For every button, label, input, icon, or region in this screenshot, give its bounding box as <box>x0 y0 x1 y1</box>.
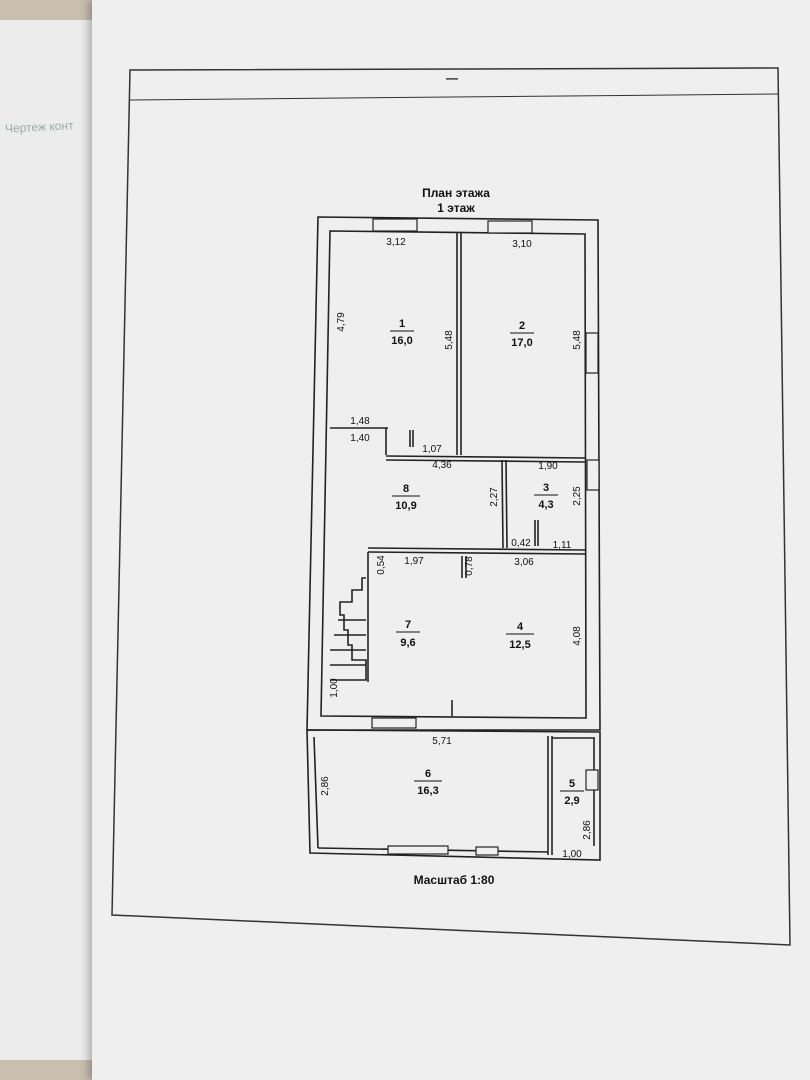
window-room1 <box>372 218 418 232</box>
dim-1-00-b: 1,00 <box>562 849 582 860</box>
window-room5 <box>585 769 599 791</box>
dim-1-90: 1,90 <box>538 461 558 472</box>
window-room7 <box>371 717 417 729</box>
room-4-number: 4 <box>517 621 524 633</box>
room-4-area: 12,5 <box>509 639 530 651</box>
frame-header-line <box>129 93 779 101</box>
dim-5-48-b: 5,48 <box>572 330 583 350</box>
dim-1-11: 1,11 <box>553 540 572 551</box>
plan-subtitle: 1 этаж <box>437 201 475 215</box>
wall-7-top-b <box>367 551 587 555</box>
dim-2-86-b: 2,86 <box>582 820 593 840</box>
room-3-area: 4,3 <box>538 499 553 511</box>
dim-1-48: 1,48 <box>350 416 370 427</box>
scale-label: Масштаб 1:80 <box>414 873 495 887</box>
window-room3 <box>586 459 600 491</box>
wall-8-top-b <box>385 459 586 463</box>
room-7-number: 7 <box>405 619 411 631</box>
dim-0-42: 0,42 <box>511 538 531 549</box>
sheet-frame <box>111 67 791 946</box>
dim-4-79: 4,79 <box>336 312 347 332</box>
dim-4-08: 4,08 <box>572 626 583 646</box>
room-8-number: 8 <box>403 483 409 495</box>
room-labels: 1 16,0 2 17,0 3 4,3 4 12,5 5 2,9 6 16,3 … <box>390 318 584 807</box>
inner-wall-outline <box>320 230 587 719</box>
dim-4-36: 4,36 <box>432 460 452 471</box>
veranda-inner-left <box>313 736 319 849</box>
window-veranda-2 <box>475 846 499 856</box>
room-3-number: 3 <box>543 482 549 494</box>
dim-1-00-a: 1,00 <box>329 678 340 698</box>
building-walls <box>306 216 601 861</box>
dim-2-86-a: 2,86 <box>320 776 331 796</box>
dim-0-54: 0,54 <box>376 555 387 575</box>
dim-5-71: 5,71 <box>432 736 452 747</box>
plan-title: План этажа <box>422 186 490 200</box>
dim-2-25: 2,25 <box>572 486 583 506</box>
staircase <box>330 577 367 681</box>
partition-8-3 <box>501 459 504 549</box>
dim-3-12: 3,12 <box>386 237 406 248</box>
wall-8-top <box>385 455 586 459</box>
room-7-area: 9,6 <box>400 637 415 649</box>
dim-1-07: 1,07 <box>422 444 442 455</box>
room-2-area: 17,0 <box>511 337 532 349</box>
dim-1-97: 1,97 <box>404 556 424 567</box>
dim-3-06: 3,06 <box>514 557 534 568</box>
window-room2-side <box>585 332 599 374</box>
room-5-area: 2,9 <box>564 795 579 807</box>
dim-0-78: 0,78 <box>464 556 475 576</box>
room-6-area: 16,3 <box>417 785 438 797</box>
window-veranda-1 <box>387 845 449 855</box>
room-6-number: 6 <box>425 768 431 780</box>
wall-7-top <box>367 547 587 551</box>
room-8-area: 10,9 <box>395 500 416 512</box>
room-1-area: 16,0 <box>391 335 412 347</box>
room-1-number: 1 <box>399 318 405 330</box>
room-2-number: 2 <box>519 320 525 332</box>
window-room2 <box>487 220 533 234</box>
room-5-number: 5 <box>569 778 575 790</box>
veranda-wall <box>306 729 601 861</box>
outer-wall <box>306 216 601 731</box>
dimension-labels: 3,12 3,10 4,79 5,48 5,48 1,48 1,40 1,07 … <box>320 237 593 860</box>
dim-1-40: 1,40 <box>350 433 370 444</box>
header-mark: — <box>446 71 458 85</box>
dim-3-10: 3,10 <box>512 239 532 250</box>
dim-5-48-a: 5,48 <box>444 330 455 350</box>
dim-2-27: 2,27 <box>489 487 500 507</box>
right-page <box>92 0 810 1080</box>
windows <box>371 218 600 856</box>
partition-8-3b <box>505 459 508 549</box>
